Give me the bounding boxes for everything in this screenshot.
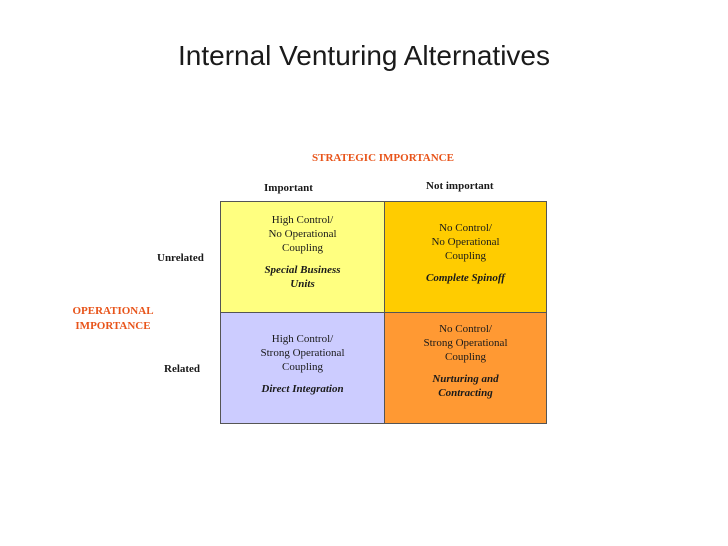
strategy-label: Direct Integration [221,382,384,396]
cell-desc-line: High Control/ [271,333,334,345]
cell-desc-line: Coupling [282,242,323,254]
strategy-label: Special Business Units [221,263,384,291]
column-label-not-important: Not important [426,180,494,192]
y-axis-title-line-1: OPERATIONAL [72,305,154,317]
strategy-line: Direct Integration [261,383,344,395]
cell-desc-line: No Operational [268,228,337,240]
slide-title: Internal Venturing Alternatives [177,40,550,71]
strategy-label: Nurturing and Contracting [385,372,546,400]
row-label-unrelated: Unrelated [157,252,204,264]
strategy-line: Units [290,278,315,290]
cell-desc-line: No Control/ [439,222,492,234]
strategy-line: Special Business [264,264,341,276]
cell-desc-line: High Control/ [271,214,334,226]
quadrant-special-business-units: High Control/ No Operational Coupling Sp… [220,201,385,313]
strategy-label: Complete Spinoff [385,271,546,285]
cell-desc-line: No Operational [431,236,500,248]
cell-desc-line: Coupling [445,351,486,363]
quadrant-complete-spinoff: No Control/ No Operational Coupling Comp… [384,201,547,313]
x-axis-title: STRATEGIC IMPORTANCE [312,152,454,164]
y-axis-title-line-2: IMPORTANCE [75,320,151,332]
strategy-line: Contracting [438,387,493,399]
cell-desc-line: Strong Operational [260,347,345,359]
cell-desc-line: Coupling [445,250,486,262]
cell-desc-line: Strong Operational [423,337,508,349]
strategy-line: Complete Spinoff [426,272,505,284]
row-label-related: Related [164,363,201,375]
cell-desc-line: No Control/ [439,323,492,335]
quadrant-direct-integration: High Control/ Strong Operational Couplin… [220,312,385,424]
cell-desc-line: Coupling [282,361,323,373]
column-label-important: Important [264,182,313,194]
y-axis-title: OPERATIONAL IMPORTANCE [58,304,168,334]
strategy-line: Nurturing and [432,373,499,385]
quadrant-nurturing-and-contracting: No Control/ Strong Operational Coupling … [384,312,547,424]
